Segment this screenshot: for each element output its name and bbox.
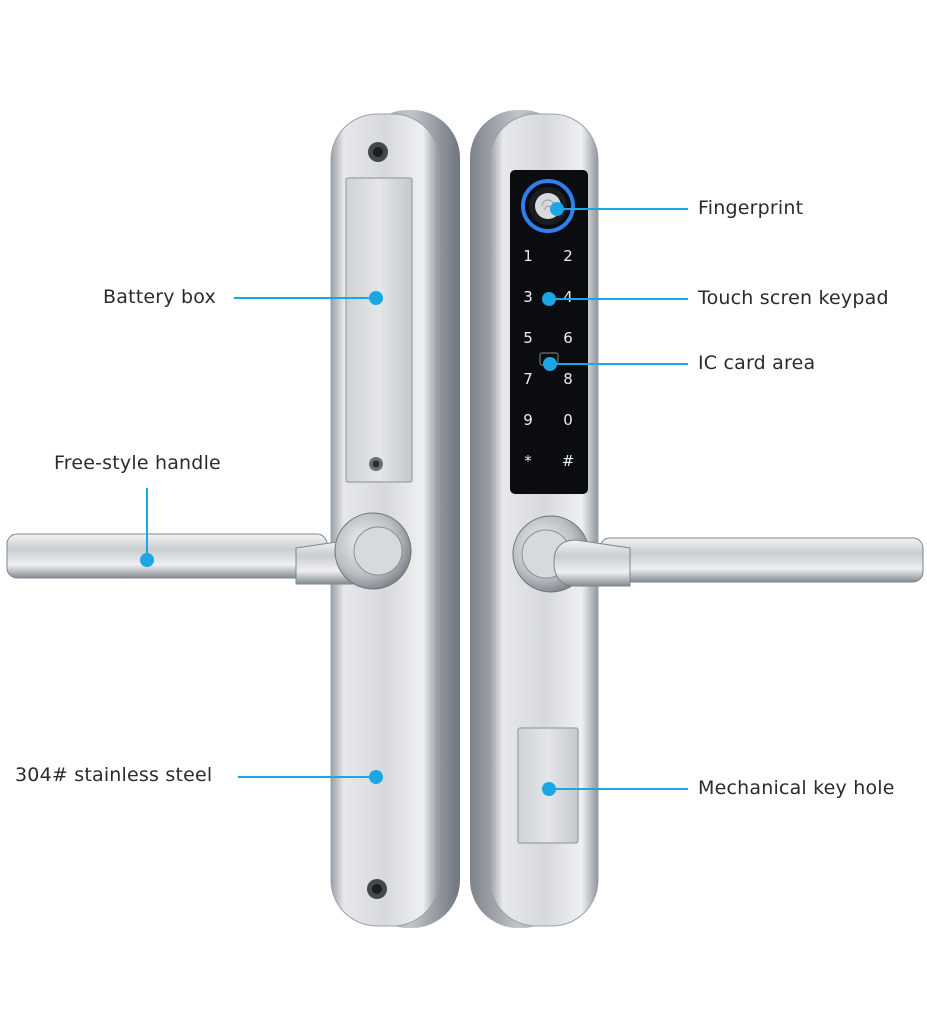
right-lock-body: 1 2 3 4 5 6 7 8 9 0 * # bbox=[470, 110, 599, 928]
left-handle bbox=[6, 512, 412, 590]
right-handle-bar bbox=[599, 537, 924, 583]
callout-mechanical-key bbox=[542, 782, 688, 796]
keypad-keys: 1 2 3 4 5 6 7 8 9 0 * # bbox=[523, 247, 574, 470]
keypad-key: 3 bbox=[523, 288, 533, 306]
left-handle-bar bbox=[6, 533, 328, 579]
callout-steel bbox=[238, 770, 383, 784]
keypad-panel bbox=[510, 170, 588, 494]
keypad-key: 4 bbox=[563, 288, 573, 306]
callout-ic-card bbox=[543, 357, 688, 371]
keypad-key: 6 bbox=[563, 329, 573, 347]
keypad-key: 5 bbox=[523, 329, 533, 347]
label-mechanical-key: Mechanical key hole bbox=[698, 777, 895, 799]
keypad-key: 8 bbox=[563, 370, 573, 388]
fingerprint-icon bbox=[521, 179, 575, 233]
label-fingerprint: Fingerprint bbox=[698, 197, 804, 219]
label-handle: Free-style handle bbox=[54, 452, 221, 474]
right-handle bbox=[512, 515, 924, 593]
battery-box-cover bbox=[345, 177, 413, 483]
callout-battery bbox=[234, 291, 383, 305]
label-ic-card: IC card area bbox=[698, 352, 816, 374]
label-battery: Battery box bbox=[103, 286, 216, 308]
callout-fingerprint bbox=[550, 202, 688, 216]
keypad-key: * bbox=[524, 452, 532, 470]
label-steel: 304# stainless steel bbox=[15, 764, 213, 786]
screw-icon bbox=[367, 879, 387, 899]
keypad-key: 9 bbox=[523, 411, 533, 429]
label-keypad: Touch scren keypad bbox=[698, 287, 889, 309]
keypad-key: 1 bbox=[523, 247, 533, 265]
callout-keypad bbox=[542, 292, 688, 306]
keypad-key: 7 bbox=[523, 370, 533, 388]
callout-handle bbox=[140, 488, 154, 567]
keypad-key: 2 bbox=[563, 247, 573, 265]
screw-icon bbox=[368, 142, 388, 162]
right-handle-grip bbox=[553, 539, 631, 587]
left-lock-body bbox=[330, 110, 460, 928]
keypad-key: # bbox=[562, 452, 575, 470]
screw-icon bbox=[369, 457, 383, 471]
keypad-key: 0 bbox=[563, 411, 573, 429]
